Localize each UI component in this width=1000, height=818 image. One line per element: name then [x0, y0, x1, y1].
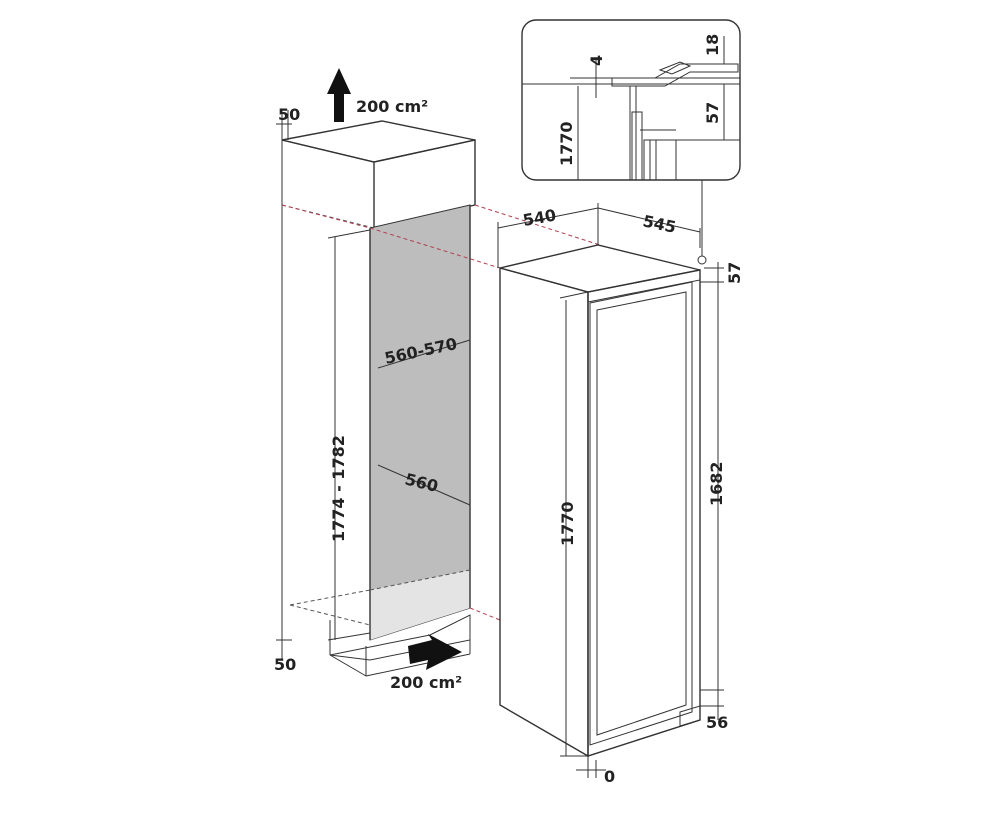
connection-lines: [281, 204, 601, 621]
label-top-gap: 50: [278, 105, 300, 124]
niche-floor: [370, 570, 470, 640]
appliance: [499, 180, 707, 758]
label-appliance-depth: 545: [641, 211, 678, 237]
label-vent-top: 200 cm²: [356, 97, 428, 116]
label-plinth-zero: 0: [604, 767, 615, 786]
label-bottom-gap: 50: [274, 655, 296, 674]
appliance-door: [589, 281, 693, 746]
appliance-dimensions: [497, 203, 724, 778]
inset-frame: [521, 19, 741, 181]
label-inset-right-mid: 57: [703, 102, 722, 124]
label-appliance-width: 540: [521, 205, 557, 230]
vent-arrow-bottom: [408, 634, 462, 670]
dimension-labels: 50 50 200 cm² 200 cm² 560-570 560 1774 -…: [274, 34, 744, 786]
appliance-front: [587, 269, 701, 757]
marker-circle: [697, 255, 707, 265]
label-door-height: 1682: [707, 461, 726, 506]
vent-arrow-top: [327, 68, 351, 122]
label-niche-height: 1774 - 1782: [329, 435, 348, 542]
appliance-top: [499, 244, 701, 293]
cabinet-niche: [276, 110, 476, 677]
top-box-lid: [281, 120, 476, 163]
label-vent-bottom: 200 cm²: [390, 673, 462, 692]
label-appliance-height: 1770: [558, 501, 577, 546]
label-foot-offset: 56: [706, 713, 728, 732]
label-inset-top: 4: [587, 55, 606, 66]
label-inset-height: 1770: [557, 121, 576, 166]
label-appliance-top: 57: [725, 262, 744, 284]
label-inset-right-top: 18: [703, 34, 722, 56]
inset-detail: [521, 19, 741, 181]
